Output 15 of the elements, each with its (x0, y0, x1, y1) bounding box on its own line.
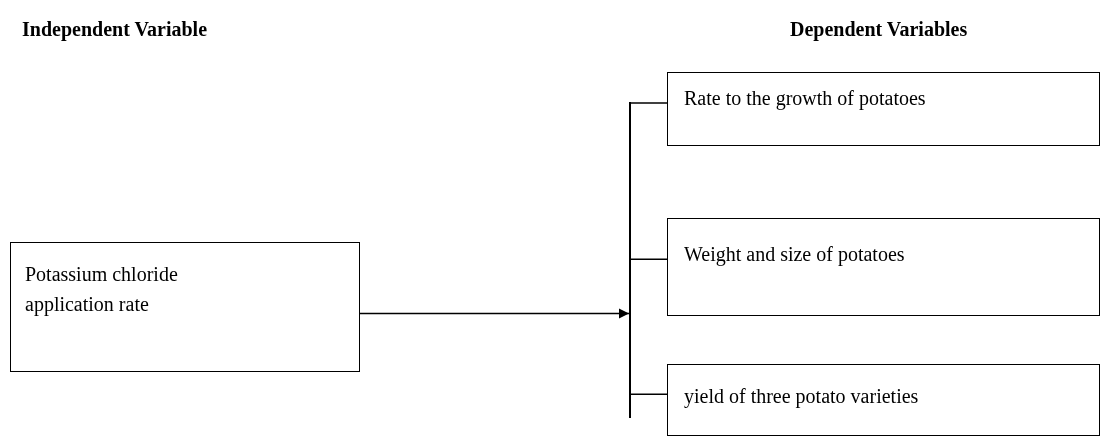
box-text: yield of three potato varieties (684, 384, 920, 410)
variable-box (667, 364, 1100, 436)
connector-line (630, 393, 668, 395)
bracket-line (629, 102, 631, 418)
connector-line (630, 102, 668, 104)
box-text: Potassium chloride application rate (25, 262, 179, 318)
column-heading: Dependent Variables (790, 18, 968, 41)
arrow (359, 308, 630, 319)
variable-box (667, 218, 1100, 316)
variable-box (10, 242, 360, 372)
column-heading: Independent Variable (22, 18, 208, 41)
variable-box (667, 72, 1100, 146)
box-text: Rate to the growth of potatoes (684, 86, 927, 112)
connector-line (630, 258, 668, 260)
box-text: Weight and size of potatoes (684, 242, 906, 268)
